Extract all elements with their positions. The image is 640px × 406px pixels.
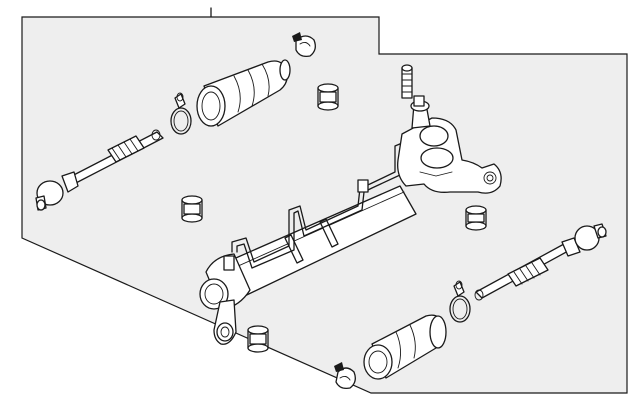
input-shaft <box>401 67 413 99</box>
mount-bushing <box>317 83 339 111</box>
mount-bushing <box>247 325 269 353</box>
background-panel <box>21 16 628 394</box>
mount-bushing <box>465 205 487 231</box>
mount-bushing <box>181 195 203 223</box>
left-boot <box>196 59 291 127</box>
left-outer-clamp <box>292 32 316 58</box>
line-fitting <box>223 255 235 271</box>
line-fitting <box>357 179 369 193</box>
right-inner-tie-rod <box>474 223 607 301</box>
right-boot <box>363 314 447 380</box>
right-inner-clamp <box>449 280 471 323</box>
right-outer-clamp <box>334 362 356 390</box>
left-inner-clamp <box>170 92 192 135</box>
left-inner-tie-rod <box>35 129 164 211</box>
rack-housing-assembly <box>199 64 502 345</box>
